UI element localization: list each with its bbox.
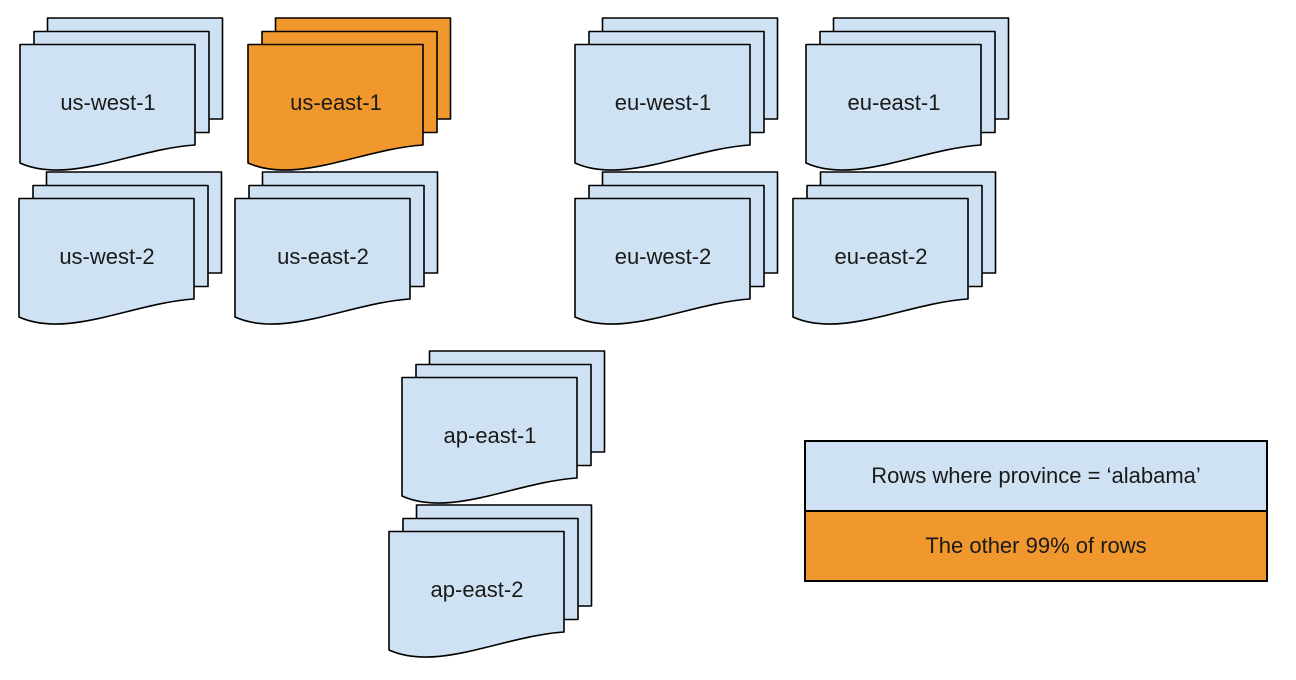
document-stack-icon xyxy=(805,17,1010,171)
legend: Rows where province = ‘alabama’ The othe… xyxy=(804,440,1268,582)
doc-stack-us-west-2: us-west-2 xyxy=(18,171,224,329)
document-stack-icon xyxy=(401,350,606,504)
legend-item-other-rows: The other 99% of rows xyxy=(806,510,1266,580)
document-stack-icon xyxy=(18,171,223,325)
doc-stack-ap-east-1: ap-east-1 xyxy=(401,350,607,508)
document-stack-icon xyxy=(19,17,224,171)
document-stack-icon xyxy=(574,17,779,171)
doc-stack-eu-west-2: eu-west-2 xyxy=(574,171,780,329)
legend-item-alabama-rows: Rows where province = ‘alabama’ xyxy=(806,442,1266,510)
doc-stack-eu-west-1: eu-west-1 xyxy=(574,17,780,175)
document-stack-icon xyxy=(234,171,439,325)
document-stack-icon xyxy=(574,171,779,325)
document-stack-icon xyxy=(247,17,452,171)
doc-stack-eu-east-1: eu-east-1 xyxy=(805,17,1011,175)
doc-stack-eu-east-2: eu-east-2 xyxy=(792,171,998,329)
document-stack-icon xyxy=(388,504,593,658)
doc-stack-us-west-1: us-west-1 xyxy=(19,17,225,175)
doc-stack-ap-east-2: ap-east-2 xyxy=(388,504,594,662)
document-stack-icon xyxy=(792,171,997,325)
doc-stack-us-east-1: us-east-1 xyxy=(247,17,453,175)
doc-stack-us-east-2: us-east-2 xyxy=(234,171,440,329)
